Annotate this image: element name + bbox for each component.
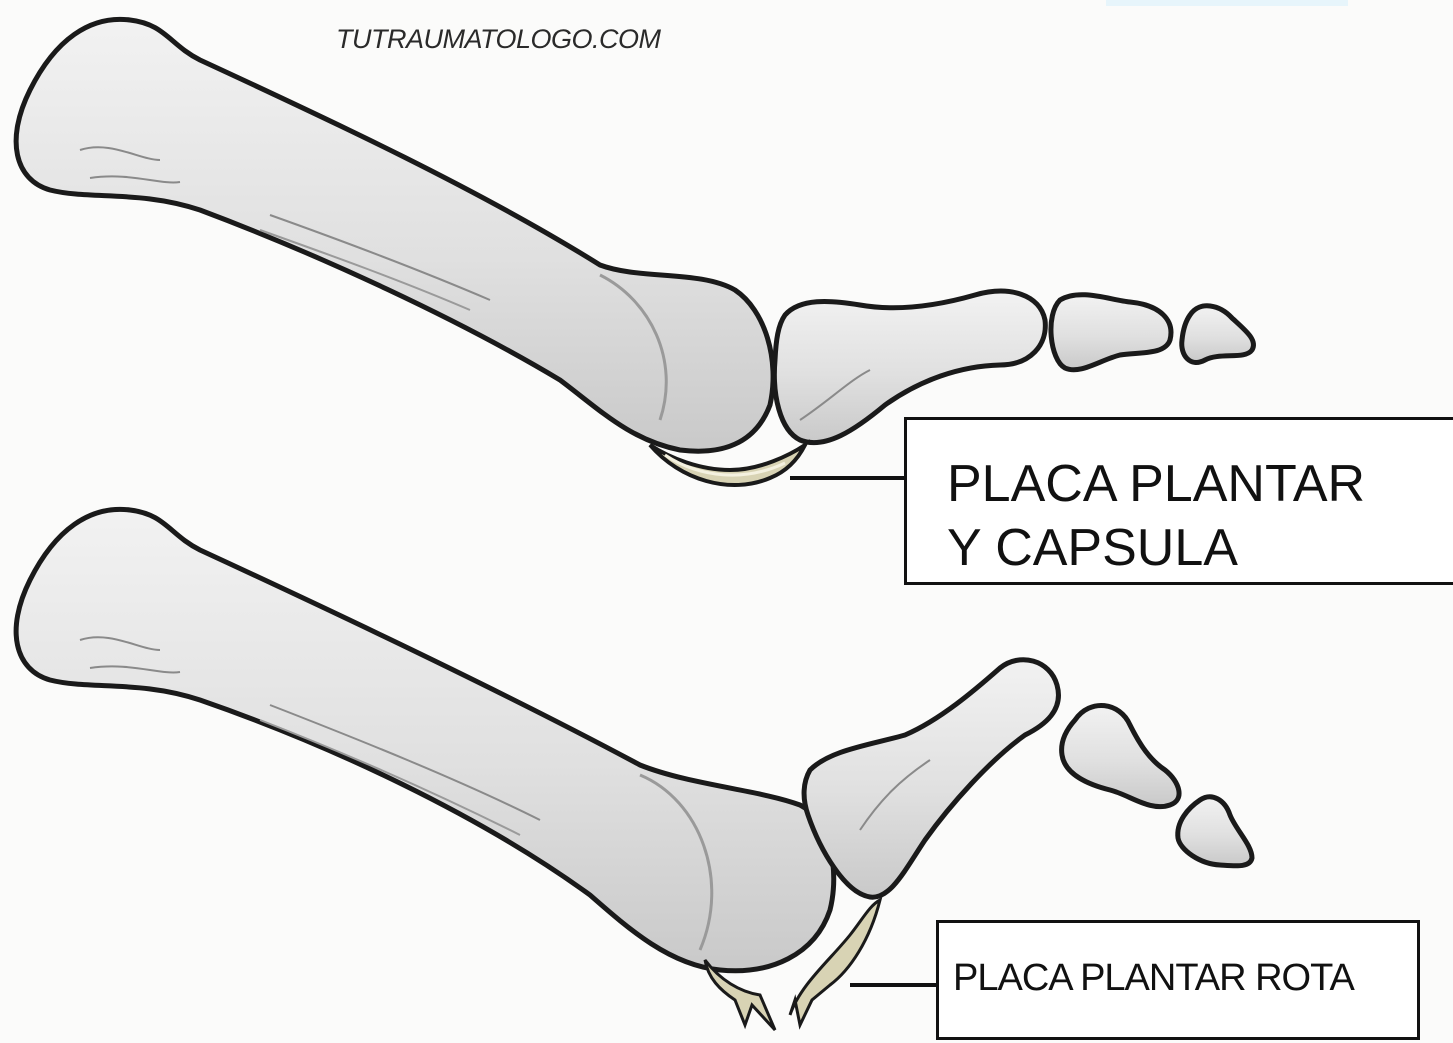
label-box-intact: PLACA PLANTAR Y CAPSULA	[904, 417, 1453, 585]
metatarsal-bone-top	[16, 19, 773, 451]
middle-phalanx-bottom	[1062, 705, 1179, 806]
intact-joint-illustration	[16, 19, 1253, 485]
label-torn: PLACA PLANTAR ROTA	[953, 957, 1354, 999]
label-box-torn: PLACA PLANTAR ROTA	[936, 920, 1420, 1040]
watermark: TUTRAUMATOLOGO.COM	[336, 24, 661, 55]
distal-phalanx-bottom	[1178, 797, 1252, 866]
middle-phalanx-top	[1051, 295, 1171, 370]
proximal-phalanx-bottom	[804, 660, 1058, 897]
label-intact-line1: PLACA PLANTAR	[947, 452, 1453, 516]
distal-phalanx-top	[1182, 306, 1254, 363]
label-intact-line2: Y CAPSULA	[947, 516, 1453, 580]
